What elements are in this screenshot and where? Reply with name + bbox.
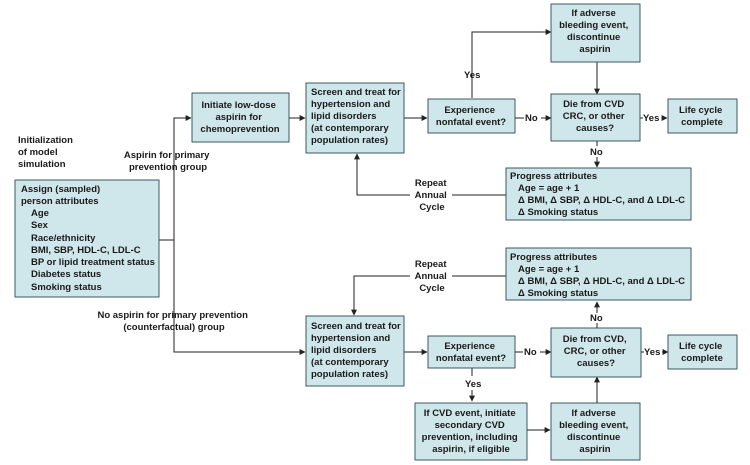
bottom-experience-text: Experience nonfatal event? — [436, 341, 506, 364]
labels: Initialization of model simulation Assig… — [18, 8, 725, 455]
top-die-yes-label: Yes — [643, 113, 659, 124]
bottom-screen-text: Screen and treat for hypertension and li… — [311, 321, 403, 380]
top-bleeding-text: If adverse bleeding event, discontinue a… — [559, 8, 631, 55]
bottom-complete-box — [667, 334, 738, 370]
top-complete-text: Life cycle complete — [679, 105, 725, 128]
top-experience-text: Experience nonfatal event? — [436, 105, 506, 128]
assign-box-text: Assign (sampled) person attributes Age S… — [21, 184, 158, 293]
bottom-secondary-box — [414, 402, 528, 461]
bottom-no-label: No — [524, 347, 537, 358]
top-screen-text: Screen and treat for hypertension and li… — [311, 87, 403, 146]
bottom-die-no-label: No — [590, 313, 603, 324]
assign-box — [14, 179, 160, 298]
bottom-experience-box — [427, 335, 516, 369]
initiate-box — [191, 92, 290, 143]
top-bleeding-box — [550, 3, 641, 63]
top-screen-box — [305, 82, 405, 154]
bottom-yes-label: Yes — [465, 379, 481, 390]
edges — [159, 29, 669, 433]
intro-label: Initialization of model simulation — [18, 135, 76, 170]
top-no-label: No — [525, 113, 538, 124]
top-complete-box — [667, 98, 738, 134]
top-die-no-label: No — [590, 147, 603, 158]
edge-experience-yes — [471, 29, 552, 98]
top-progress-box — [505, 167, 692, 221]
bottom-progress-box — [505, 247, 692, 301]
edge-b-repeat-2 — [351, 275, 410, 316]
aspirin-group-label: Aspirin for primary prevention group — [124, 150, 212, 173]
edge-split-top — [173, 115, 192, 240]
bottom-die-box — [550, 327, 642, 378]
top-yes-label: Yes — [464, 70, 480, 81]
bottom-die-yes-label: Yes — [644, 347, 660, 358]
bottom-repeat-label: Repeat Annual Cycle — [415, 259, 450, 294]
top-repeat-label: Repeat Annual Cycle — [415, 178, 450, 213]
boxes — [14, 3, 738, 461]
bottom-die-text: Die from CVD, CRC, or other causes? — [563, 334, 630, 369]
bottom-bleeding-box — [550, 402, 641, 461]
top-experience-box — [427, 98, 516, 134]
bottom-screen-box — [305, 315, 405, 387]
bottom-complete-text: Life cycle complete — [679, 341, 725, 364]
no-aspirin-group-label: No aspirin for primary prevention (count… — [97, 310, 250, 333]
bottom-secondary-text: If CVD event, initiate secondary CVD pre… — [422, 408, 521, 455]
top-die-box — [550, 93, 641, 142]
edge-repeat-top-2 — [354, 153, 410, 196]
edge-split-bottom — [173, 240, 306, 355]
bottom-bleeding-text: If adverse bleeding event, discontinue a… — [559, 408, 631, 455]
initiate-text: Initiate low-dose aspirin for chemopreve… — [200, 100, 279, 135]
top-progress-text: Progress attributes Age = age + 1 Δ BMI,… — [510, 171, 688, 218]
top-die-text: Die from CVD CRC, or other causes? — [563, 99, 627, 134]
bottom-progress-text: Progress attributes Age = age + 1 Δ BMI,… — [510, 252, 688, 299]
